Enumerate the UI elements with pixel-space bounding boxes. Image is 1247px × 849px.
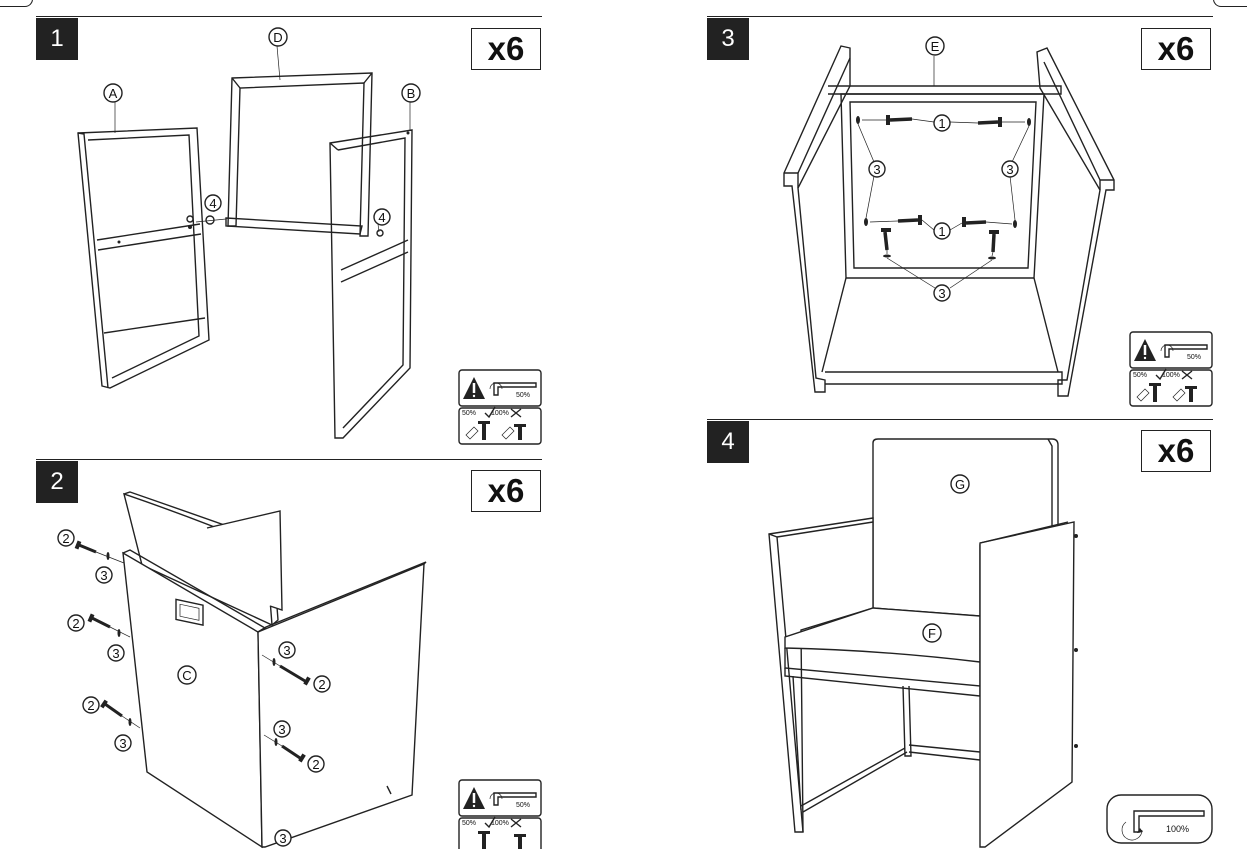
hardware-label-screw: 2 bbox=[312, 757, 319, 772]
part-label-d: D bbox=[273, 30, 282, 45]
step-3-quantity: x6 bbox=[1141, 28, 1211, 70]
svg-text:100%: 100% bbox=[491, 410, 509, 417]
hardware-label-screw: 2 bbox=[72, 616, 79, 631]
hex-key-icon bbox=[489, 382, 537, 396]
cross-mark-icon bbox=[510, 818, 522, 828]
washer-part bbox=[106, 552, 278, 746]
step-2-rule bbox=[36, 459, 542, 460]
page-corner-mark bbox=[1213, 0, 1247, 7]
step-4-number: 4 bbox=[707, 421, 749, 463]
svg-text:100%: 100% bbox=[1162, 372, 1180, 379]
step-4-tool-box: 100% bbox=[1106, 794, 1213, 844]
part-label-c: C bbox=[182, 668, 191, 683]
svg-text:50%: 50% bbox=[1187, 354, 1201, 361]
cross-mark-icon bbox=[510, 408, 522, 418]
hardware-label-spacer: 4 bbox=[209, 196, 216, 211]
hex-key-icon bbox=[1121, 810, 1205, 841]
check-mark-icon bbox=[484, 406, 496, 419]
hardware-label-spacer: 4 bbox=[378, 210, 385, 225]
hardware-label-washer: 3 bbox=[1006, 162, 1013, 177]
svg-text:50%: 50% bbox=[516, 802, 530, 809]
step-1-rule bbox=[36, 16, 542, 17]
step-3-tool-box: 50% 50% 100% bbox=[1129, 331, 1213, 407]
hardware-label-screw: 2 bbox=[62, 531, 69, 546]
hardware-label-screw: 2 bbox=[318, 677, 325, 692]
step-1-number: 1 bbox=[36, 18, 78, 60]
torque-50-label: 50% bbox=[516, 392, 530, 399]
part-label-f: F bbox=[928, 626, 936, 641]
hardware-label-washer: 3 bbox=[279, 831, 286, 846]
cross-mark-icon bbox=[1181, 370, 1193, 380]
warning-triangle-icon bbox=[463, 377, 485, 399]
step-2-quantity: x6 bbox=[471, 470, 541, 512]
step-3-number: 3 bbox=[707, 18, 749, 60]
check-mark-icon bbox=[484, 816, 496, 829]
hardware-label-washer: 3 bbox=[283, 643, 290, 658]
torque-100-label: 100% bbox=[1166, 824, 1189, 834]
hardware-label-washer: 3 bbox=[278, 722, 285, 737]
part-label-a: A bbox=[109, 86, 118, 101]
part-b-frame bbox=[329, 129, 413, 439]
part-c-assembly bbox=[122, 491, 427, 849]
warning-triangle-icon bbox=[1134, 339, 1156, 361]
hardware-label-bolt: 1 bbox=[938, 224, 945, 239]
hardware-label-bolt: 1 bbox=[938, 116, 945, 131]
step-2-number: 2 bbox=[36, 461, 78, 503]
part-d-frame bbox=[225, 72, 373, 237]
part-e-frame bbox=[783, 45, 1115, 397]
svg-text:50%: 50% bbox=[462, 410, 476, 417]
hardware-label-washer: 3 bbox=[873, 162, 880, 177]
check-mark-icon bbox=[1155, 368, 1167, 381]
hardware-label-screw: 2 bbox=[87, 698, 94, 713]
svg-text:100%: 100% bbox=[491, 820, 509, 827]
step-1-tool-box: 50% 50% 100% bbox=[458, 369, 542, 445]
finished-chair bbox=[768, 438, 1078, 848]
step-3-rule bbox=[707, 16, 1213, 17]
hardware-label-washer: 3 bbox=[938, 286, 945, 301]
step-2-tool-box: 50% 50% 100% bbox=[458, 779, 542, 849]
step-4-quantity: x6 bbox=[1141, 430, 1211, 472]
warning-triangle-icon bbox=[463, 787, 485, 809]
svg-text:50%: 50% bbox=[462, 820, 476, 827]
hex-key-icon bbox=[489, 792, 537, 806]
hardware-label-washer: 3 bbox=[112, 646, 119, 661]
step-1-quantity: x6 bbox=[471, 28, 541, 70]
screw-part bbox=[74, 540, 311, 763]
washer-part bbox=[856, 116, 1031, 260]
part-label-e: E bbox=[931, 39, 940, 54]
hardware-label-washer: 3 bbox=[100, 568, 107, 583]
hardware-label-washer: 3 bbox=[119, 736, 126, 751]
svg-text:50%: 50% bbox=[1133, 372, 1147, 379]
bolt-part bbox=[881, 115, 1002, 253]
part-label-b: B bbox=[407, 86, 416, 101]
part-label-g: G bbox=[955, 477, 965, 492]
part-a-frame bbox=[77, 127, 210, 389]
step-4-rule bbox=[707, 419, 1213, 420]
hex-key-icon bbox=[1160, 344, 1208, 358]
